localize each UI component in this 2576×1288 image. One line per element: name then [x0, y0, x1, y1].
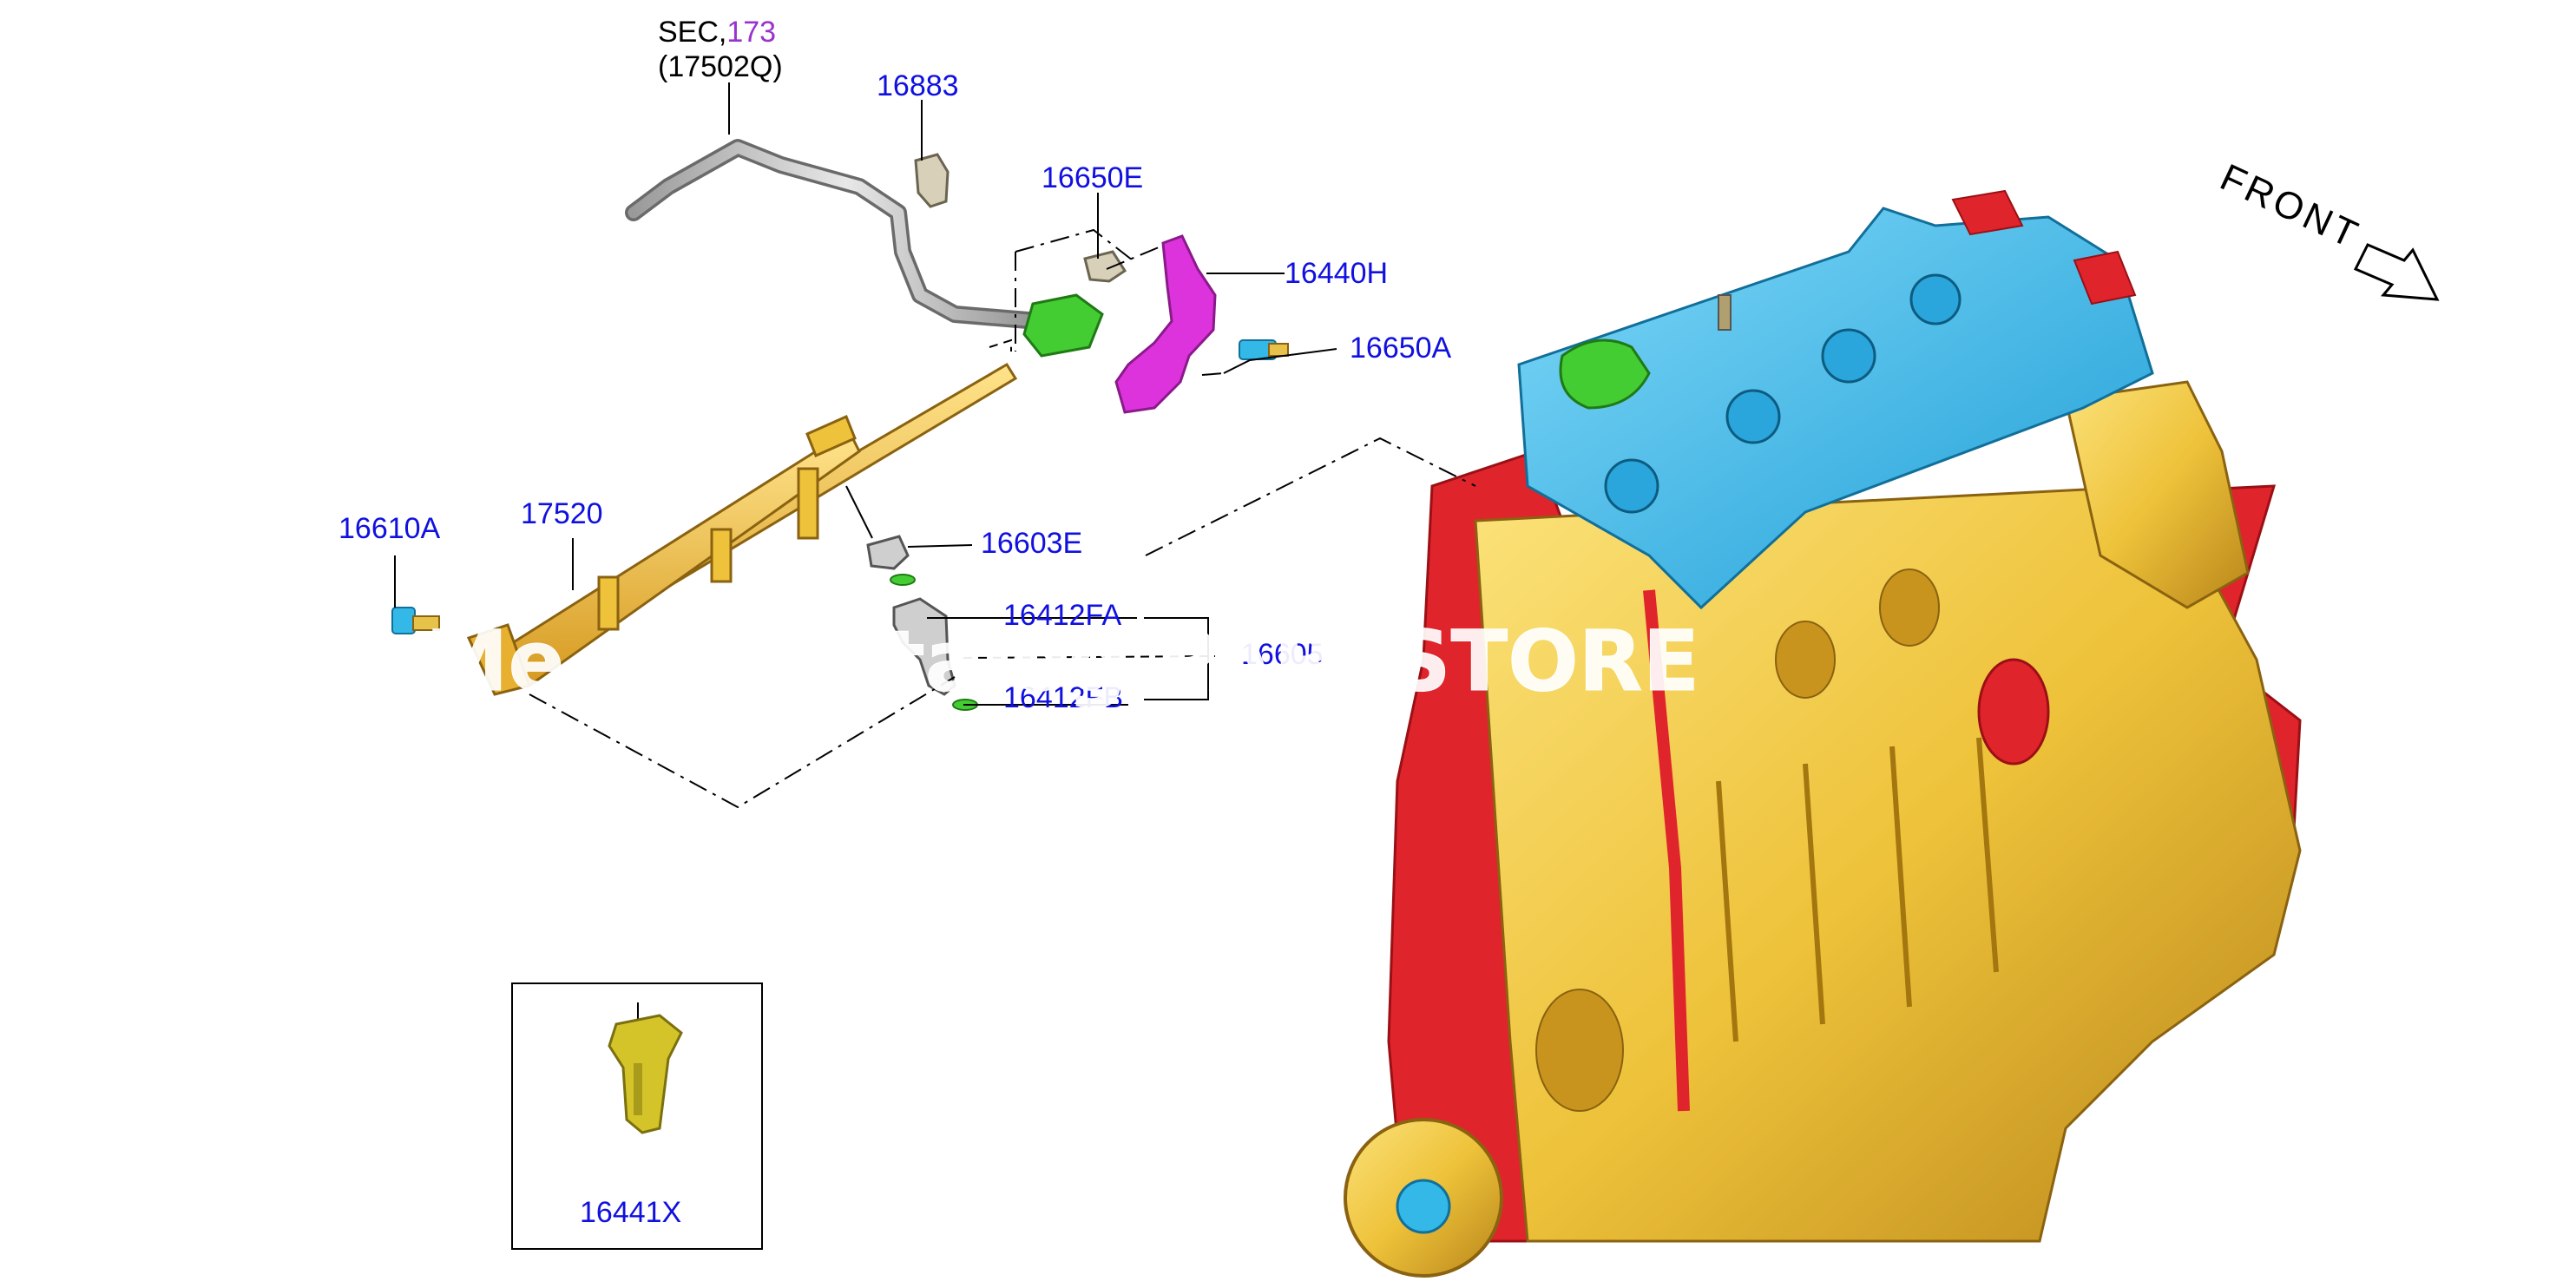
- leader-lines: [394, 82, 1337, 1050]
- part-17520-label[interactable]: 17520: [521, 497, 603, 530]
- clip-16883-illustration: [914, 153, 950, 208]
- part-16441X-label[interactable]: 16441X: [580, 1196, 681, 1229]
- section-ref-prefix: SEC,173: [658, 16, 776, 49]
- front-arrow-icon: [2353, 243, 2440, 301]
- clip-16650E-illustration: [1083, 250, 1127, 283]
- dash-phantom-lines: [529, 228, 1476, 809]
- part-16650A-label[interactable]: 16650A: [1350, 332, 1452, 365]
- part-16440H-label[interactable]: 16440H: [1285, 257, 1388, 290]
- bolt-16610A-illustration: [391, 607, 440, 634]
- part-16610A-label[interactable]: 16610A: [338, 512, 441, 545]
- part-16412FA-label[interactable]: 16412FA: [1003, 599, 1121, 632]
- front-label: FRONT: [2214, 156, 2367, 258]
- inset-box: [511, 982, 763, 1250]
- clip-16603E-illustration: [866, 535, 910, 570]
- fuel-rail-17520-illustration: [466, 362, 1018, 696]
- front-indicator: FRONT: [2214, 156, 2440, 301]
- bolt-16650A-illustration: [1239, 339, 1289, 360]
- part-16605-label[interactable]: 16605: [1241, 638, 1324, 671]
- part-16650E-label[interactable]: 16650E: [1042, 161, 1143, 194]
- section-ref-sub: (17502Q): [658, 50, 783, 83]
- injector-illustration: [890, 574, 978, 711]
- section-ref-link[interactable]: 173: [726, 16, 776, 49]
- bracket-16440H-illustration: [1114, 234, 1217, 414]
- part-16603E-label[interactable]: 16603E: [981, 527, 1082, 560]
- fuel-pipe-illustration: [625, 139, 1104, 358]
- part-16883-label[interactable]: 16883: [877, 69, 959, 102]
- engine-block-illustration: [1344, 189, 2302, 1278]
- clip-16441X-illustration: [608, 1014, 683, 1134]
- watermark: Me Catalog PARTSTORE: [425, 613, 1699, 710]
- part-16412FB-label[interactable]: 16412FB: [1003, 681, 1123, 714]
